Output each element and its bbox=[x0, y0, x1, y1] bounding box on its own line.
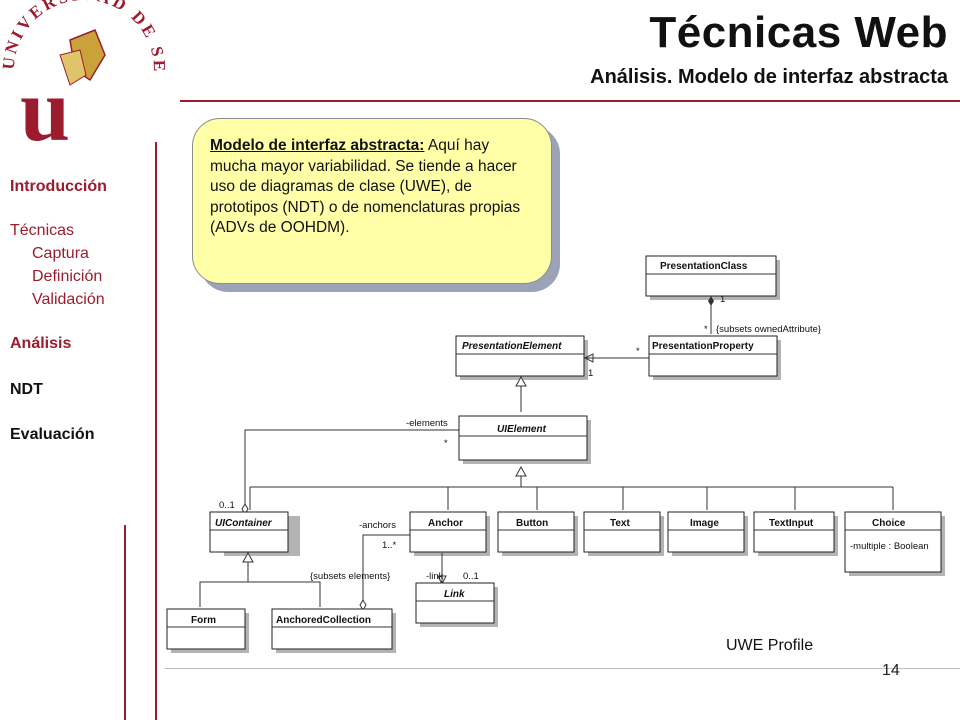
class-ui-container bbox=[209, 511, 289, 553]
callout-text: Modelo de interfaz abstracta: Aquí hay m… bbox=[210, 136, 530, 239]
label-link-mult: 0..1 bbox=[463, 571, 479, 582]
nav-item-analisis[interactable]: Análisis bbox=[10, 335, 72, 352]
uml-diagram: PresentationClass PresentationElement Pr… bbox=[166, 255, 945, 653]
class-text bbox=[583, 511, 661, 553]
class-text-input bbox=[753, 511, 835, 553]
label-elements-role: -elements bbox=[406, 418, 448, 429]
class-anchored-collection bbox=[271, 608, 393, 650]
page-number: 14 bbox=[882, 662, 900, 679]
class-form bbox=[166, 608, 246, 650]
callout-body: Aquí hay mucha mayor variabilidad. Se ti… bbox=[210, 137, 521, 236]
class-image bbox=[667, 511, 745, 553]
label-subsets-elements: {subsets elements} bbox=[310, 571, 390, 582]
class-link-label: Link bbox=[444, 589, 465, 600]
mult-presentation-class: 1 bbox=[720, 294, 725, 305]
class-ui-element-label: UIElement bbox=[497, 424, 547, 435]
nav-item-ndt[interactable]: NDT bbox=[10, 381, 43, 398]
class-presentation-property bbox=[648, 335, 778, 377]
page-title: Técnicas Web bbox=[649, 8, 948, 57]
university-logo: UNIVERSIDAD DE SEVILLA u bbox=[0, 0, 170, 160]
class-button-label: Button bbox=[516, 518, 548, 529]
callout-lead: Modelo de interfaz abstracta: bbox=[210, 137, 425, 154]
class-presentation-class bbox=[645, 255, 777, 297]
label-link-role: -link bbox=[426, 571, 444, 582]
class-choice bbox=[844, 511, 942, 573]
class-ui-container-label: UIContainer bbox=[215, 518, 273, 529]
nav-subitem-captura[interactable]: Captura bbox=[32, 245, 89, 262]
class-link bbox=[415, 582, 495, 624]
page-subtitle: Análisis. Modelo de interfaz abstracta bbox=[590, 66, 948, 88]
class-image-label: Image bbox=[690, 518, 719, 529]
nav-subitem-validacion[interactable]: Validación bbox=[32, 291, 105, 308]
label-elements-star: * bbox=[444, 438, 448, 449]
mult-one-pe: 1 bbox=[588, 368, 593, 379]
class-form-label: Form bbox=[191, 615, 216, 626]
class-presentation-element bbox=[455, 335, 585, 377]
class-button bbox=[497, 511, 575, 553]
label-subsets-owned: {subsets ownedAttribute} bbox=[716, 324, 821, 335]
sidebar-divider bbox=[155, 142, 157, 720]
class-anchor-label: Anchor bbox=[428, 518, 463, 529]
callout-box bbox=[192, 118, 552, 284]
class-ui-element bbox=[458, 415, 588, 461]
mult-presentation-property: * bbox=[704, 324, 708, 335]
nav-item-introduccion[interactable]: Introducción bbox=[10, 178, 107, 195]
label-anchors-role: -anchors bbox=[359, 520, 396, 531]
class-presentation-element-label: PresentationElement bbox=[462, 341, 562, 352]
sidebar-divider-secondary bbox=[124, 525, 126, 720]
class-anchored-collection-label: AnchoredCollection bbox=[276, 615, 371, 626]
class-choice-label: Choice bbox=[872, 518, 906, 529]
class-presentation-class-label: PresentationClass bbox=[660, 261, 748, 272]
nav-item-evaluacion[interactable]: Evaluación bbox=[10, 426, 95, 443]
nav-subitem-definicion[interactable]: Definición bbox=[32, 268, 103, 285]
class-anchor bbox=[409, 511, 487, 553]
label-anchors-mult: 1..* bbox=[382, 540, 397, 551]
diagram-caption: UWE Profile bbox=[726, 637, 814, 654]
association-lines bbox=[199, 296, 894, 611]
mult-star-pe: * bbox=[636, 346, 640, 357]
logo-monogram: u bbox=[20, 61, 70, 150]
label-container-mult: 0..1 bbox=[219, 500, 235, 511]
class-presentation-property-label: PresentationProperty bbox=[652, 341, 754, 352]
class-text-label: Text bbox=[610, 518, 630, 529]
footer-divider bbox=[165, 668, 960, 669]
header-divider bbox=[180, 100, 960, 102]
class-text-input-label: TextInput bbox=[769, 518, 814, 529]
class-choice-attribute: -multiple : Boolean bbox=[850, 541, 929, 552]
nav-item-tecnicas[interactable]: Técnicas bbox=[10, 222, 75, 239]
